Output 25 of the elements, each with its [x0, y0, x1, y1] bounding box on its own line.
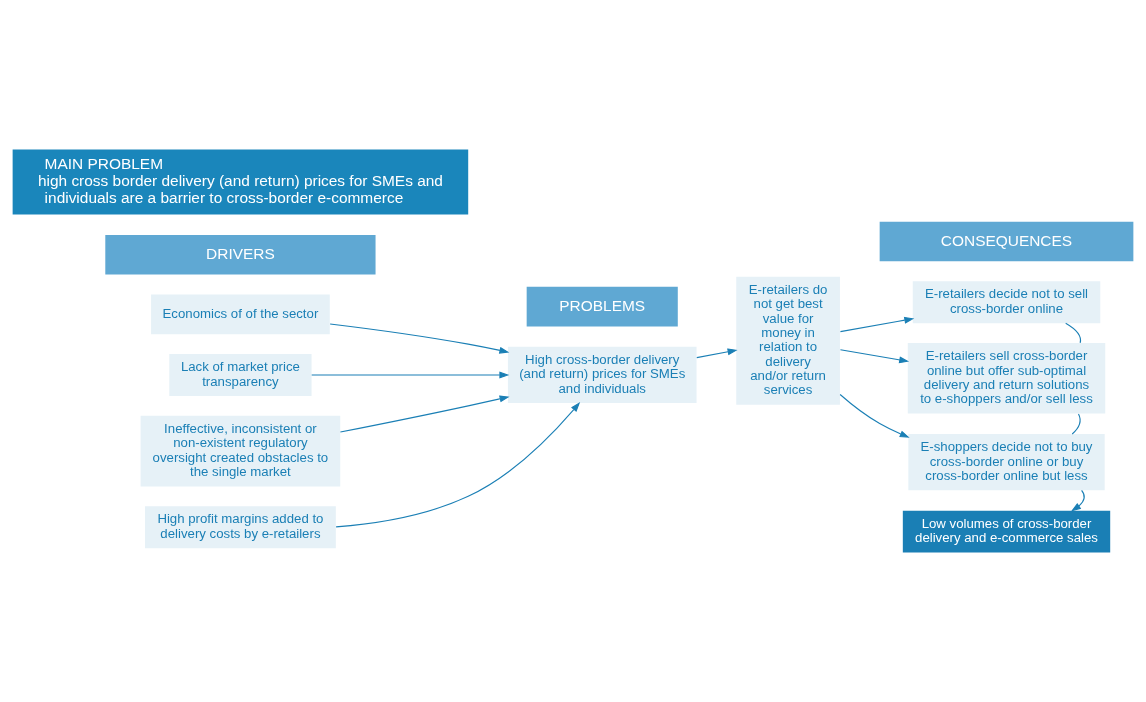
- node-box: CONSEQUENCES: [879, 221, 1134, 262]
- arrow: [839, 316, 915, 333]
- node-box: PROBLEMS: [526, 286, 678, 327]
- arrow: [839, 393, 910, 438]
- arrow: [696, 348, 738, 359]
- node-box: E-shoppers decide not to buy cross-border online or buy cross-border online but less: [908, 434, 1105, 491]
- node-box: Ineffective, inconsistent or non-existent regulatory oversight created obstacles to the single market: [140, 415, 341, 487]
- node-box: Low volumes of cross-border delivery and e-commerce sales: [902, 510, 1111, 553]
- arrow: [335, 402, 581, 528]
- arrow: [311, 371, 510, 379]
- node-box: Lack of market price transparency: [169, 354, 312, 396]
- connector: [1071, 413, 1081, 435]
- node-box: Economics of of the sector: [151, 294, 330, 335]
- node-box: E-retailers decide not to sell cross-border online: [912, 281, 1101, 324]
- arrow: [329, 323, 510, 354]
- node-box: High profit margins added to delivery costs by e-retailers: [145, 506, 336, 549]
- arrow: [839, 349, 910, 364]
- connector: [1065, 322, 1082, 344]
- node-box: E-retailers sell cross-border online but offer sub-optimal delivery and return solutions to e-shoppers and/or sell less: [907, 343, 1106, 414]
- node-box: DRIVERS: [105, 234, 376, 275]
- node-box: High cross-border delivery (and return) prices for SMEs and individuals: [507, 346, 697, 404]
- node-box: E-retailers do not get best value for money in relation to delivery and/or return services: [736, 276, 840, 405]
- node-box: MAIN PROBLEM high cross border delivery (and return) prices for SMEs and individuals are a barrier to cross-border e-commerce: [12, 149, 469, 215]
- arrow: [339, 395, 510, 433]
- arrow: [1071, 489, 1085, 512]
